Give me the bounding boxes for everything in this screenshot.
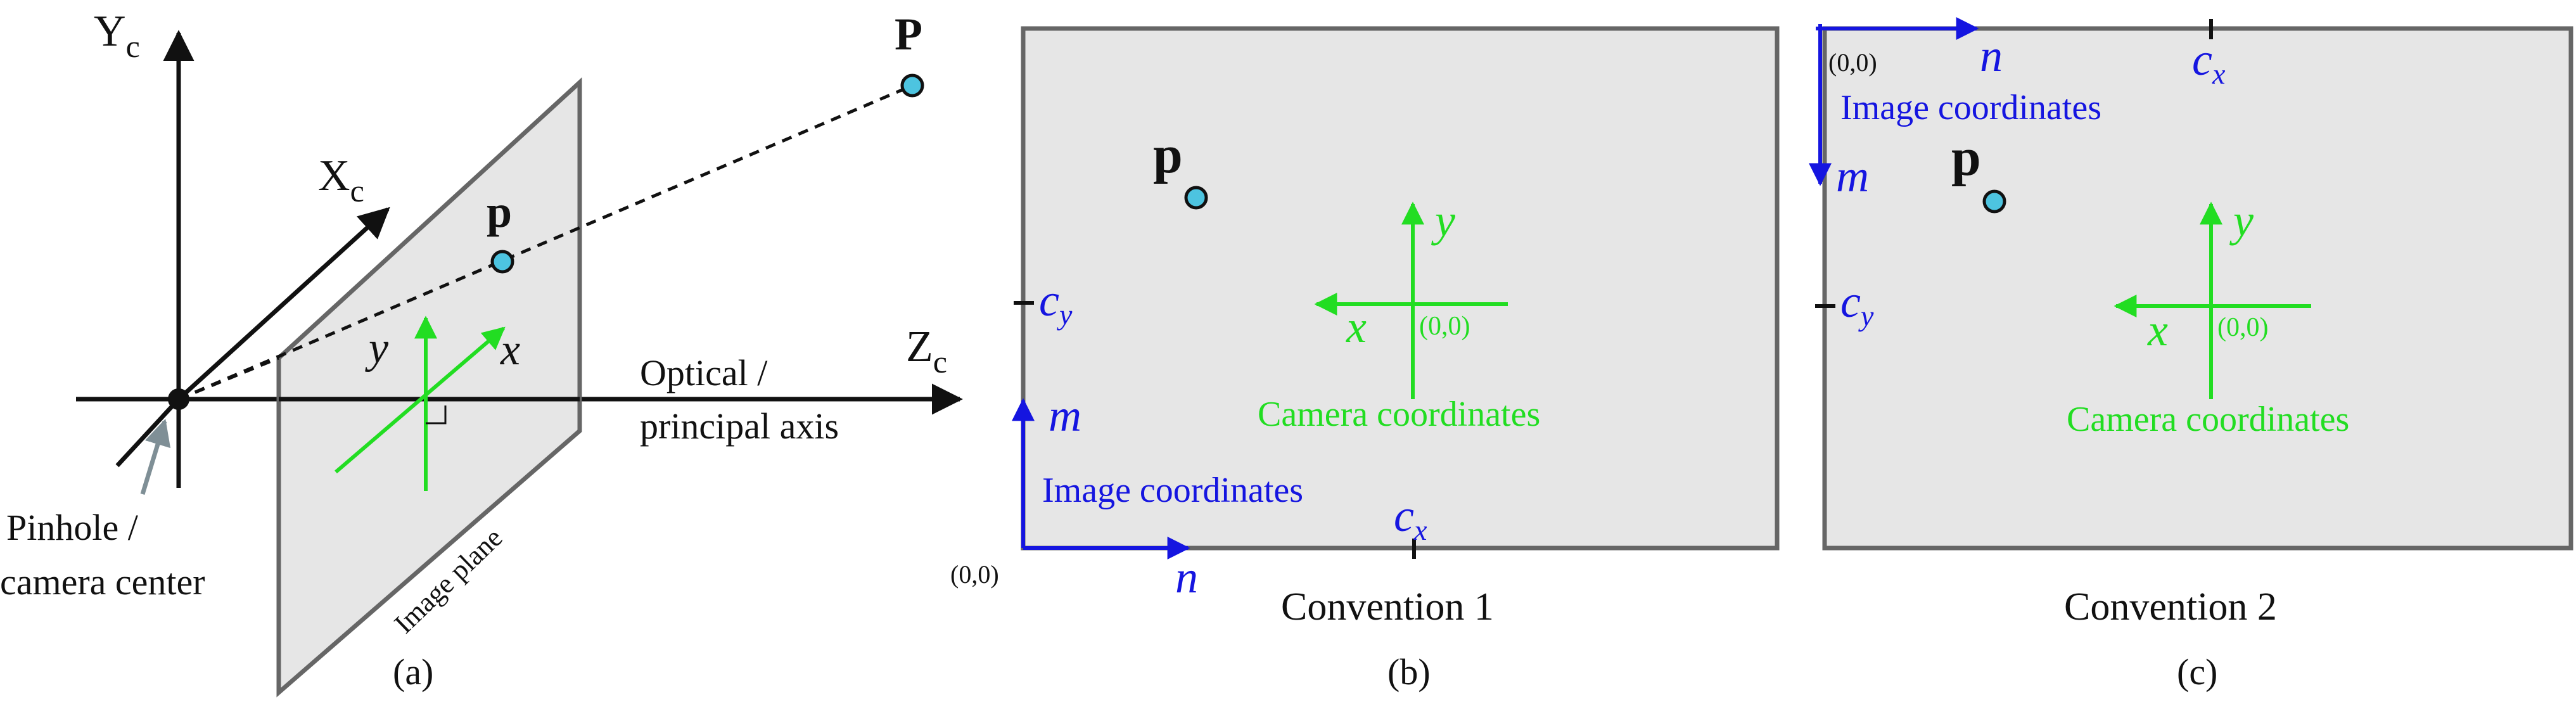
plane-y-label: y [365, 324, 389, 373]
panel-b-caption: (b) [1387, 651, 1431, 692]
pinhole-label-line2: camera center [0, 561, 205, 603]
cam-y-label-b: y [1431, 195, 1455, 246]
pinhole-pointer-arrow [140, 418, 171, 495]
img-m-label-c: m [1836, 151, 1869, 201]
world-point-label: P [895, 9, 922, 60]
pinhole-label-line1: Pinhole / [6, 507, 139, 548]
cam-origin-label-b: (0,0) [1419, 312, 1470, 341]
panel-b: p y x (0,0) Camera coordinates cy cx m n… [950, 26, 1780, 692]
xc-axis-back [115, 397, 181, 468]
cx-label-b: cx [1394, 490, 1427, 546]
panel-c-caption: (c) [2177, 651, 2217, 692]
xc-axis [177, 207, 390, 401]
convention-2-label: Convention 2 [2064, 585, 2277, 629]
image-point-b-label: p [1153, 125, 1183, 184]
image-point-label: p [487, 186, 512, 237]
projection-ray-to-plane [178, 356, 279, 401]
cam-y-label-c: y [2229, 195, 2254, 246]
yc-axis-label: Yc [94, 7, 140, 64]
cam-coords-label-b: Camera coordinates [1258, 395, 1540, 434]
projection-ray-to-p [178, 84, 913, 401]
img-m-label-b: m [1049, 390, 1081, 441]
image-frame-b [1021, 26, 1780, 551]
img-origin-label-b: (0,0) [950, 560, 999, 589]
panel-a-caption: (a) [393, 651, 433, 692]
image-plane [276, 77, 582, 698]
pinhole-center [168, 388, 189, 410]
panel-c: p y x (0,0) Camera coordinates cy cx n m… [1809, 17, 2573, 692]
cam-coords-label-c: Camera coordinates [2067, 400, 2349, 439]
img-coords-label-c: Image coordinates [1840, 88, 2101, 127]
plane-x-label: x [500, 326, 520, 374]
optical-axis-label-line1: Optical / [640, 352, 768, 393]
convention-1-label: Convention 1 [1281, 585, 1494, 629]
image-point-c [1982, 189, 2006, 214]
xc-axis-label: Xc [318, 151, 364, 208]
cy-label-c: cy [1840, 276, 1874, 332]
image-point-p [490, 250, 514, 274]
img-n-label-c: n [1980, 30, 2003, 81]
cy-label-b: cy [1039, 275, 1073, 331]
optical-axis-label-line2: principal axis [640, 405, 839, 447]
img-coords-label-b: Image coordinates [1042, 471, 1303, 510]
image-point-b [1184, 186, 1208, 210]
image-frame-c [1822, 26, 2573, 551]
cam-x-label-c: x [2147, 305, 2168, 355]
cam-x-label-b: x [1346, 302, 1367, 352]
cx-label-c: cx [2192, 34, 2226, 90]
image-point-c-label: p [1951, 128, 1981, 187]
cam-origin-label-c: (0,0) [2217, 313, 2268, 342]
panel-a: Yc Xc Zc Image plane y x P p Optical / p [0, 7, 963, 698]
zc-axis-label: Zc [906, 322, 947, 380]
world-point-P [900, 73, 924, 98]
img-origin-label-c: (0,0) [1828, 48, 1877, 77]
img-n-label-b: n [1175, 552, 1198, 603]
plane-x-axis [335, 326, 506, 474]
right-angle-mark [426, 405, 447, 424]
